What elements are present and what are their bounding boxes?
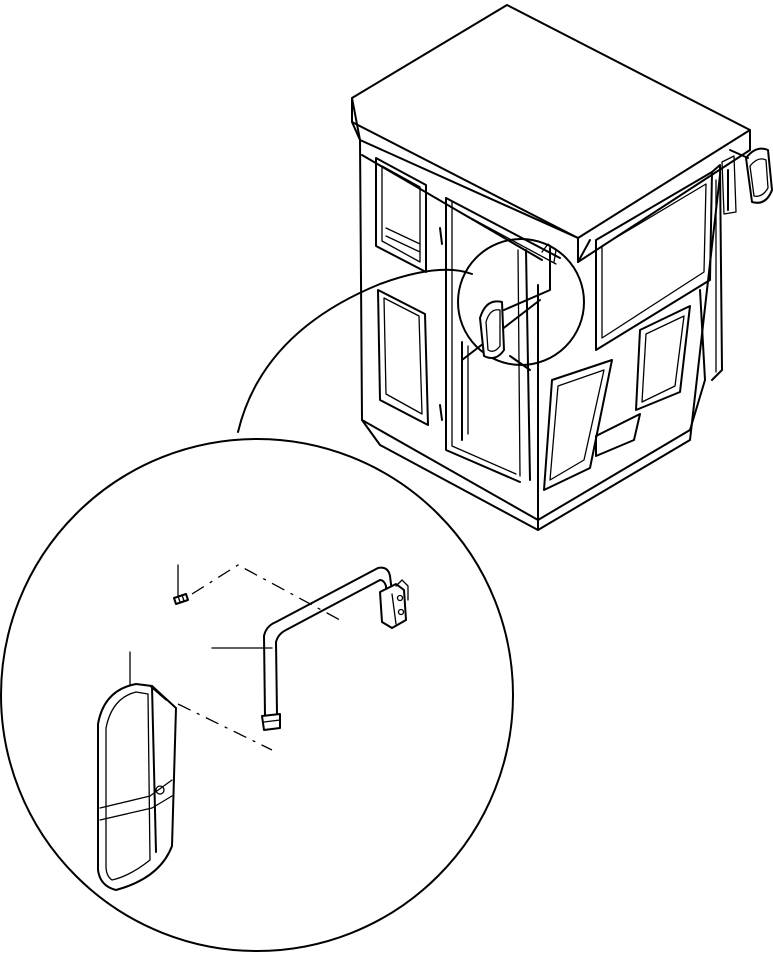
operator-cab xyxy=(351,4,773,531)
exploded-parts xyxy=(97,564,409,891)
mirror-stay xyxy=(261,566,409,731)
cab-roof xyxy=(351,4,751,263)
bolt xyxy=(173,593,189,605)
cab-left-windows xyxy=(375,157,443,426)
detail-circle xyxy=(0,438,514,952)
cab-side-mirror xyxy=(721,147,773,215)
assembly-center-lines xyxy=(177,564,341,751)
detail-leader xyxy=(237,268,473,433)
cab-detail-highlight xyxy=(457,238,585,371)
rear-view-mirror xyxy=(97,683,177,891)
callout-leaders xyxy=(129,564,273,691)
cab-right-side xyxy=(543,164,723,491)
